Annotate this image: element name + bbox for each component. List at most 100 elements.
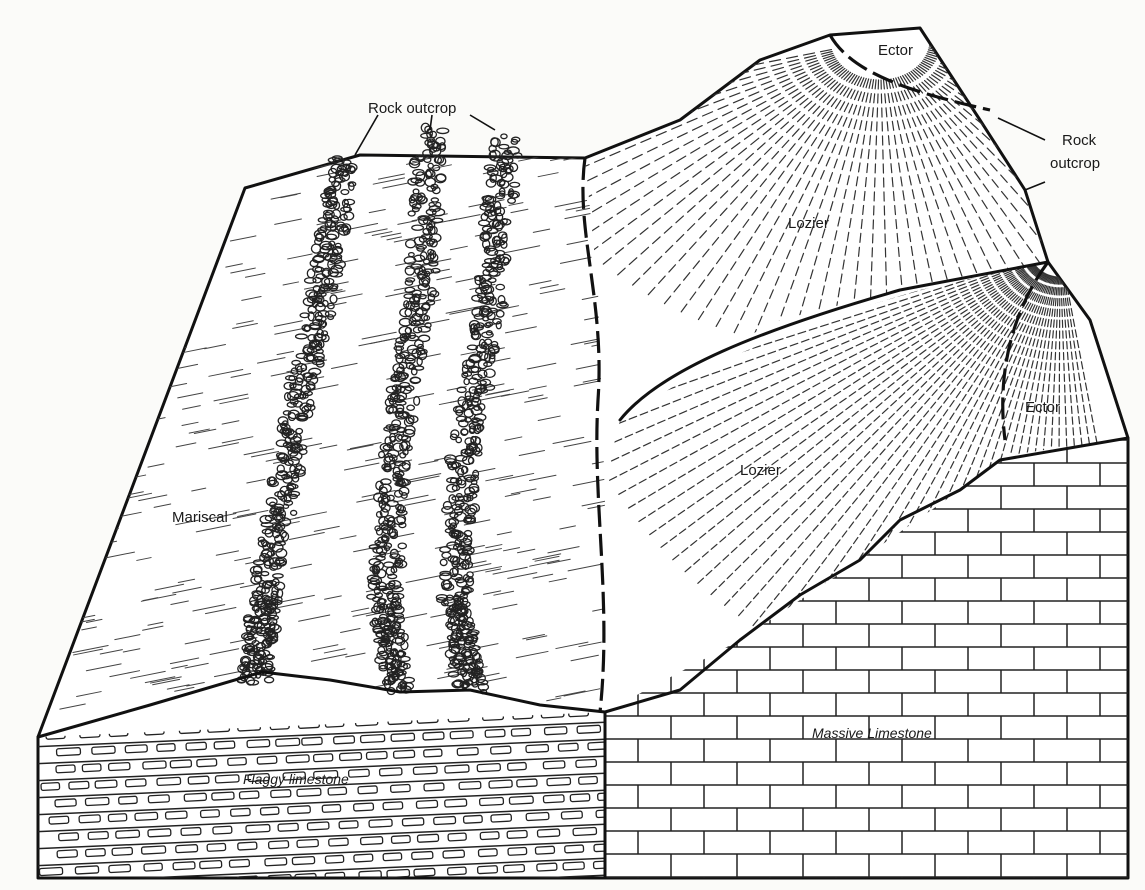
lozier-upper-stroke	[886, 108, 887, 117]
lozier-upper-stroke	[997, 97, 1007, 102]
lozier-upper-stroke	[891, 164, 892, 173]
lozier-upper-stroke	[565, 141, 575, 144]
lozier-upper-stroke	[1098, 85, 1109, 87]
mariscal-stroke	[155, 158, 184, 164]
mariscal-stroke	[50, 261, 75, 266]
lozier-upper-stroke	[678, 103, 688, 106]
lozier-upper-stroke	[985, 111, 994, 117]
lozier-upper-stroke	[1122, 239, 1130, 245]
lozier-upper-stroke	[1068, 274, 1074, 282]
lozier-lower-stroke	[1071, 395, 1072, 402]
lozier-upper-stroke	[1025, 138, 1034, 144]
lozier-upper-stroke	[1085, 65, 1096, 66]
lozier-upper-stroke	[1028, 77, 1039, 80]
lozier-upper-stroke	[600, 93, 611, 95]
mariscal-stroke	[106, 256, 129, 261]
lozier-upper-stroke	[1062, 85, 1073, 88]
lozier-upper-stroke	[597, 130, 607, 133]
lozier-upper-stroke	[657, 100, 668, 103]
lozier-upper-stroke	[542, 133, 553, 136]
lozier-upper-stroke	[1022, 118, 1031, 123]
lozier-upper-stroke	[1092, 183, 1101, 189]
lozier-upper-stroke	[1118, 79, 1129, 81]
lozier-upper-stroke	[1012, 129, 1021, 135]
lozier-upper-stroke	[587, 147, 597, 151]
lozier-upper-stroke	[571, 153, 581, 157]
mariscal-stroke	[87, 392, 101, 395]
mariscal-stroke	[142, 318, 178, 325]
mariscal-stroke	[72, 561, 89, 564]
lozier-upper-stroke	[901, 275, 902, 284]
lozier-upper-stroke	[962, 57, 973, 59]
lozier-upper-stroke	[892, 178, 893, 187]
lozier-upper-stroke	[1068, 63, 1079, 64]
lozier-upper-stroke	[583, 96, 594, 98]
lozier-upper-stroke	[1110, 229, 1118, 235]
mariscal-stroke	[73, 544, 91, 548]
lozier-upper-stroke	[613, 125, 623, 128]
lozier-lower-stroke	[1054, 320, 1055, 327]
lozier-upper-stroke	[960, 63, 971, 66]
lozier-upper-stroke	[645, 114, 655, 117]
lozier-lower-stroke	[1139, 660, 1140, 667]
lozier-upper-stroke	[1121, 259, 1128, 266]
lozier-lower-stroke	[1080, 427, 1081, 434]
mariscal-stroke	[169, 282, 192, 287]
lozier-upper-stroke	[620, 100, 631, 103]
lozier-upper-stroke	[1106, 192, 1115, 198]
flaggy-slab	[46, 884, 69, 890]
lozier-lower-stroke	[1067, 342, 1068, 349]
lozier-upper-stroke	[1008, 110, 1017, 115]
mariscal-stroke	[121, 273, 146, 278]
lozier-upper-stroke	[897, 234, 898, 243]
lozier-upper-stroke	[1052, 232, 1059, 239]
lozier-upper-stroke	[1066, 70, 1077, 72]
lozier-upper-stroke	[685, 76, 696, 78]
lozier-upper-stroke	[736, 66, 747, 68]
mariscal-stroke	[171, 333, 188, 336]
lozier-upper-stroke	[1009, 78, 1020, 81]
mariscal-stroke	[122, 410, 156, 417]
lozier-upper-stroke	[1037, 126, 1046, 131]
mariscal-stroke	[72, 269, 89, 272]
lozier-upper-stroke	[1030, 71, 1041, 73]
mariscal-stroke	[44, 266, 59, 269]
lozier-lower-stroke	[1066, 331, 1067, 338]
lozier-upper-stroke	[885, 94, 886, 103]
mariscal-stroke	[90, 414, 108, 418]
lozier-upper-stroke	[1063, 225, 1070, 232]
mariscal-stroke	[203, 244, 220, 247]
lozier-upper-stroke	[603, 104, 614, 107]
mariscal-stroke	[216, 190, 234, 194]
lozier-upper-stroke	[1115, 88, 1126, 90]
lozier-upper-stroke	[1103, 116, 1113, 120]
lozier-upper-stroke	[1092, 278, 1099, 285]
mariscal-stroke	[73, 411, 91, 415]
lozier-upper-stroke	[1058, 92, 1069, 95]
lozier-upper-stroke	[1057, 172, 1065, 178]
lozier-upper-stroke	[1083, 118, 1093, 122]
lozier-upper-stroke	[1087, 110, 1097, 114]
lozier-upper-stroke	[1049, 250, 1055, 258]
lozier-upper-stroke	[1039, 94, 1049, 98]
lozier-lower-stroke	[1068, 363, 1069, 370]
mariscal-stroke	[59, 421, 83, 426]
lozier-upper-stroke	[1081, 81, 1092, 83]
lozier-upper-stroke	[634, 86, 645, 88]
mariscal-stroke	[51, 622, 80, 628]
lozier-upper-stroke	[1067, 112, 1077, 116]
lozier-upper-stroke	[1031, 192, 1038, 199]
mariscal-stroke	[140, 263, 160, 267]
lozier-upper-stroke	[1059, 149, 1068, 154]
lozier-upper-stroke	[1041, 221, 1048, 228]
lozier-upper-stroke	[944, 56, 955, 59]
mariscal-stroke	[123, 421, 151, 427]
lozier-upper-stroke	[1119, 121, 1129, 125]
lozier-upper-stroke	[1055, 99, 1065, 103]
lozier-upper-stroke	[1130, 137, 1140, 141]
lozier-upper-stroke	[1007, 83, 1017, 87]
lozier-upper-stroke	[1101, 174, 1110, 179]
lozier-upper-stroke	[575, 124, 586, 127]
lozier-upper-stroke	[1086, 228, 1093, 235]
